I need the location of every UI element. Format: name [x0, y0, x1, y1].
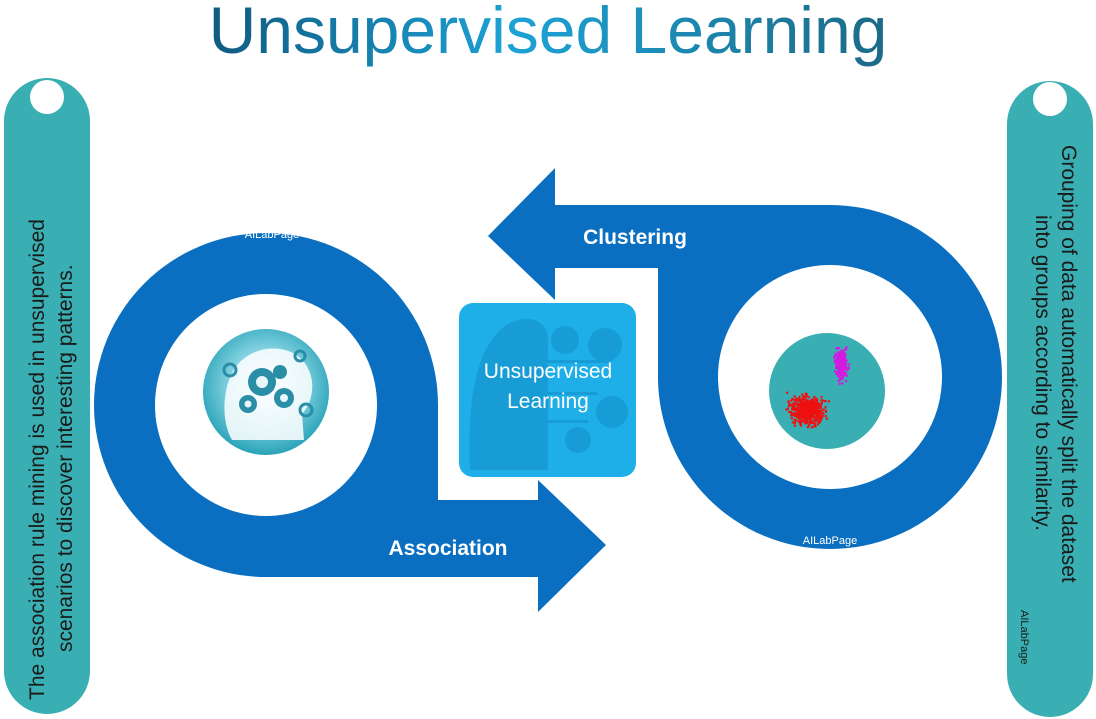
- gear-head-icon: [469, 318, 628, 470]
- association-description-line-1: The association rule mining is used in u…: [26, 219, 49, 700]
- center-box-line-2: Learning: [507, 390, 589, 413]
- clustering-side-watermark: AILabPage: [1018, 610, 1030, 664]
- clustering-description-line-1: Grouping of data automatically split the…: [1057, 145, 1080, 583]
- page-title: Unsupervised Learning: [209, 0, 888, 67]
- svg-text:The association rule mining is: The association rule mining is used in u…: [26, 219, 49, 700]
- svg-text:into groups according to simil: into groups according to similarity.: [1031, 215, 1054, 531]
- clustering-description-panel: Grouping of data automatically split the…: [1007, 81, 1093, 717]
- clustering-description-line-2: into groups according to similarity.: [1031, 215, 1054, 531]
- clustering-label: Clustering: [583, 226, 687, 249]
- clustering-watermark: AILabPage: [803, 535, 857, 547]
- svg-text:scenarios to discover interest: scenarios to discover interesting patter…: [54, 264, 77, 652]
- association-watermark: AILabPage: [245, 229, 299, 241]
- center-unsupervised-learning-box: Unsupervised Learning: [459, 303, 636, 477]
- association-label: Association: [388, 537, 507, 560]
- brain-gears-icon: [203, 329, 329, 455]
- scatter-clusters-icon: [769, 333, 885, 449]
- svg-text:Grouping of data automatically: Grouping of data automatically split the…: [1057, 145, 1080, 583]
- association-description-line-2: scenarios to discover interesting patter…: [54, 264, 77, 652]
- center-box-line-1: Unsupervised: [484, 360, 612, 383]
- association-description-panel: The association rule mining is used in u…: [4, 78, 90, 714]
